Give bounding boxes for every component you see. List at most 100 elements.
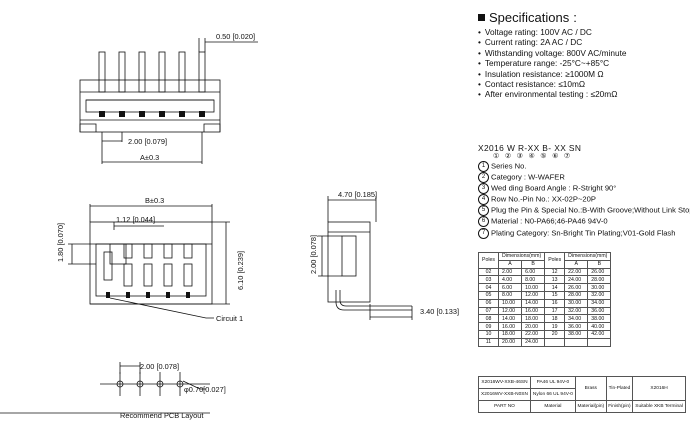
table-cell: 24.00 [521, 337, 546, 347]
terminal: X2016H [632, 376, 686, 401]
circuit-1-label: Circuit 1 [216, 314, 243, 323]
table-cell: 12.00 [497, 306, 523, 316]
pcb-layout-title: Recommend PCB Layout [120, 411, 203, 420]
table-cell: 20.00 [497, 337, 523, 347]
dim-pin-pitch: 2.00 [0.079] [128, 137, 167, 146]
poles-header: Poles [544, 252, 566, 269]
dimensions-table: Poles Dimensions(mm) Poles Dimensions(mm… [478, 252, 612, 347]
table-cell: 34.00 [564, 314, 589, 324]
material-header: Material [529, 400, 576, 413]
table-cell: 2.00 [497, 267, 523, 277]
specifications-list: Voltage rating: 100V AC / DC Current rat… [478, 27, 688, 100]
table-cell [587, 337, 612, 347]
table-cell: 38.00 [587, 314, 612, 324]
part-material: PA46 UL 94V-0 [529, 376, 576, 389]
table-cell [564, 337, 589, 347]
table-cell: 16.00 [521, 306, 546, 316]
table-cell: 14 [544, 283, 566, 292]
table-cell: 42.00 [587, 329, 612, 339]
table-cell: 8.00 [521, 275, 546, 285]
table-cell: 12 [544, 267, 566, 277]
dim-pitch-050: 0.50 [0.020] [216, 32, 255, 41]
specifications-panel: Specifications : Voltage rating: 100V AC… [478, 10, 688, 100]
table-cell [544, 337, 566, 347]
table-cell: 13 [544, 275, 566, 285]
table-cell: 17 [544, 306, 566, 316]
part-material: Nylon 66 UL 94V-0 [529, 388, 576, 401]
table-cell: 24.00 [564, 275, 589, 285]
table-cell: 20.00 [521, 322, 546, 331]
table-cell: 38.00 [564, 329, 589, 339]
table-cell: 16.00 [497, 322, 523, 331]
part-number-table: X2016WV-XXB-46SN PA46 UL 94V-0 Brass Tin… [478, 376, 686, 413]
dim-200-side: 2.00 [0.078] [309, 235, 318, 274]
table-cell: 10.00 [497, 298, 523, 308]
pcb-pitch: 2.00 [0.078] [140, 362, 179, 371]
table-cell: 14.00 [521, 298, 546, 308]
hole-diameter: φ0.70[0.027] [184, 385, 226, 394]
side-view-body [327, 221, 371, 303]
dim-112: 1.12 [0.044] [116, 215, 155, 224]
spec-item: Withstanding voltage: 800V AC/minute [478, 48, 688, 58]
dims-header: Dimensions(mm) [497, 252, 546, 261]
dim-b: B±0.3 [145, 196, 164, 205]
spec-item: Contact resistance: ≤10mΩ [478, 79, 688, 89]
table-cell: 40.00 [587, 322, 612, 331]
table-cell: 04 [478, 283, 499, 292]
col-b-header: B [587, 259, 612, 269]
table-cell: 28.00 [587, 275, 612, 285]
table-cell: 18 [544, 314, 566, 324]
specifications-title: Specifications : [478, 10, 688, 25]
table-cell: 14.00 [497, 314, 523, 324]
table-cell: 16 [544, 298, 566, 308]
table-cell: 05 [478, 290, 499, 300]
table-cell: 10 [478, 329, 499, 339]
table-cell: 32.00 [587, 290, 612, 300]
part-no: X2016WV-XXB-N0SN [478, 388, 531, 401]
table-cell: 30.00 [564, 298, 589, 308]
dim-340: 3.40 [0.133] [420, 307, 459, 316]
table-cell: 02 [478, 267, 499, 277]
table-cell: 8.00 [497, 290, 523, 300]
dim-610: 6.10 [0.239] [236, 251, 245, 290]
table-cell: 36.00 [564, 322, 589, 331]
table-cell: 6.00 [497, 283, 523, 292]
col-a-header: A [564, 259, 589, 269]
table-cell: 22.00 [564, 267, 589, 277]
table-cell: 10.00 [521, 283, 546, 292]
spec-item: After environmental testing : ≤20mΩ [478, 89, 688, 99]
order-code-markers: ① ② ③ ④ ⑤ ⑥ ⑦ [493, 153, 572, 160]
table-cell: 30.00 [587, 283, 612, 292]
table-cell: 06 [478, 298, 499, 308]
col-a-header: A [497, 259, 523, 269]
table-cell: 26.00 [587, 267, 612, 277]
pin-material-header: Material(pin) [574, 400, 607, 413]
square-bullet-icon [478, 14, 485, 21]
table-cell: 11 [478, 337, 499, 347]
spec-item: Insulation resistance: ≥1000M Ω [478, 69, 688, 79]
table-cell: 19 [544, 322, 566, 331]
table-cell: 34.00 [587, 298, 612, 308]
table-cell: 08 [478, 314, 499, 324]
dim-a: A±0.3 [140, 153, 159, 162]
front-view-slots [103, 243, 193, 287]
order-code: X2016 W R-XX B- XX SN ① ② ③ ④ ⑤ ⑥ ⑦ [478, 143, 582, 160]
top-view-body [79, 79, 221, 133]
table-cell: 12.00 [521, 290, 546, 300]
dim-180: 1.80 [0.070] [56, 223, 65, 262]
table-cell: 26.00 [564, 283, 589, 292]
table-cell: 20 [544, 329, 566, 339]
table-cell: 22.00 [521, 329, 546, 339]
